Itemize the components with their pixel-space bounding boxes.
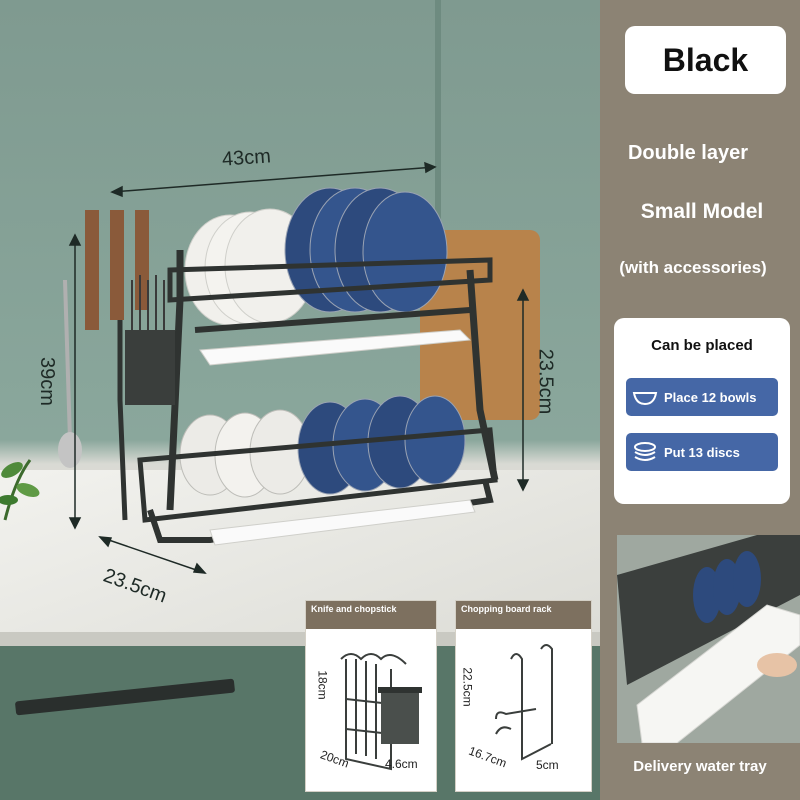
height-label: 39cm bbox=[35, 357, 58, 406]
discs-label: Put 13 discs bbox=[664, 444, 740, 460]
capacity-title: Can be placed bbox=[651, 337, 753, 354]
countertop-edge bbox=[0, 632, 600, 646]
inset-title: Knife and chopstick bbox=[306, 601, 436, 629]
top-plates-blue bbox=[284, 187, 448, 313]
knife-height-label: 18cm bbox=[315, 670, 330, 700]
accessories-text: (with accessories) bbox=[619, 258, 767, 277]
cutting-board bbox=[420, 230, 540, 420]
board-rack-inset: Chopping board rack bbox=[455, 600, 592, 792]
utensil-cup bbox=[125, 330, 175, 405]
bowls-badge: Place 12 bowls bbox=[626, 378, 778, 416]
dish-rack bbox=[58, 187, 540, 546]
bottom-bowls bbox=[179, 395, 466, 498]
knife-chopstick-inset: Knife and chopstick bbox=[305, 600, 437, 792]
bowls-label: Place 12 bowls bbox=[664, 389, 757, 405]
side-height-label: 23.5cm bbox=[534, 348, 557, 415]
board-height-label: 22.5cm bbox=[460, 667, 475, 707]
knife-depth-label: 4.6cm bbox=[385, 757, 418, 771]
bowl-icon bbox=[632, 392, 658, 406]
discs-badge: Put 13 discs bbox=[626, 433, 778, 471]
layer-text: Double layer bbox=[627, 142, 749, 164]
dimension-lines bbox=[68, 161, 530, 574]
knife-handle-3 bbox=[135, 210, 149, 310]
product-photo: 43cm 39cm 23.5cm 23.5cm Knife and chopst… bbox=[0, 0, 600, 800]
model-text: Small Model bbox=[640, 200, 764, 223]
color-label: Black bbox=[625, 26, 786, 94]
plant-icon bbox=[0, 459, 40, 521]
tray-caption: Delivery water tray bbox=[633, 758, 767, 775]
board-rack-diagram bbox=[495, 644, 553, 761]
tray-photo bbox=[617, 535, 800, 743]
plates-icon bbox=[634, 442, 656, 461]
board-depth-label: 5cm bbox=[536, 758, 559, 772]
inset-title-board: Chopping board rack bbox=[456, 601, 591, 629]
width-label: 43cm bbox=[221, 145, 272, 171]
ladle bbox=[58, 432, 82, 468]
knife-rack-diagram bbox=[340, 653, 422, 771]
knife-handle-2 bbox=[110, 210, 124, 320]
knife-handle bbox=[85, 210, 99, 330]
